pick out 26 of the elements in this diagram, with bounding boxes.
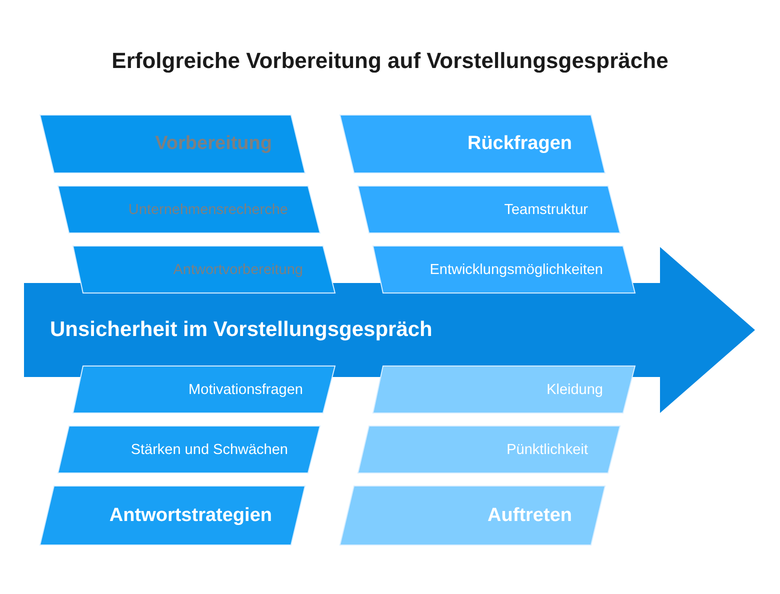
- cause-bar: [73, 246, 335, 293]
- cause-label: Motivationsfragen: [188, 382, 303, 398]
- cause-bar: [373, 366, 635, 413]
- category-banner: [40, 115, 305, 173]
- category-title: Rückfragen: [467, 133, 572, 155]
- cause-bar: [358, 186, 620, 233]
- category-banner: [340, 115, 605, 173]
- cause-label: Unternehmensrecherche: [128, 202, 288, 218]
- category-title: Auftreten: [488, 504, 572, 526]
- cause-bar: [58, 426, 320, 473]
- cause-label: Kleidung: [546, 382, 603, 398]
- category-banner: [40, 486, 305, 545]
- cause-bar: [73, 366, 335, 413]
- cause-bar: [373, 246, 635, 293]
- cause-label: Antwortvorbereitung: [173, 262, 303, 278]
- cause-label: Stärken und Schwächen: [130, 442, 288, 458]
- cause-label: Pünktlichkeit: [506, 442, 588, 458]
- cause-label: Entwicklungsmöglichkeiten: [430, 262, 603, 278]
- category-banner: [340, 486, 605, 545]
- cause-label: Teamstruktur: [504, 202, 588, 218]
- category-title: Antwortstrategien: [109, 504, 272, 526]
- diagram-title: Erfolgreiche Vorbereitung auf Vorstellungsgespräche: [110, 48, 670, 74]
- problem-label: Unsicherheit im Vorstellungsgespräch: [50, 318, 432, 342]
- cause-bar: [358, 426, 620, 473]
- category-title: Vorbereitung: [155, 133, 272, 155]
- cause-bar: [58, 186, 320, 233]
